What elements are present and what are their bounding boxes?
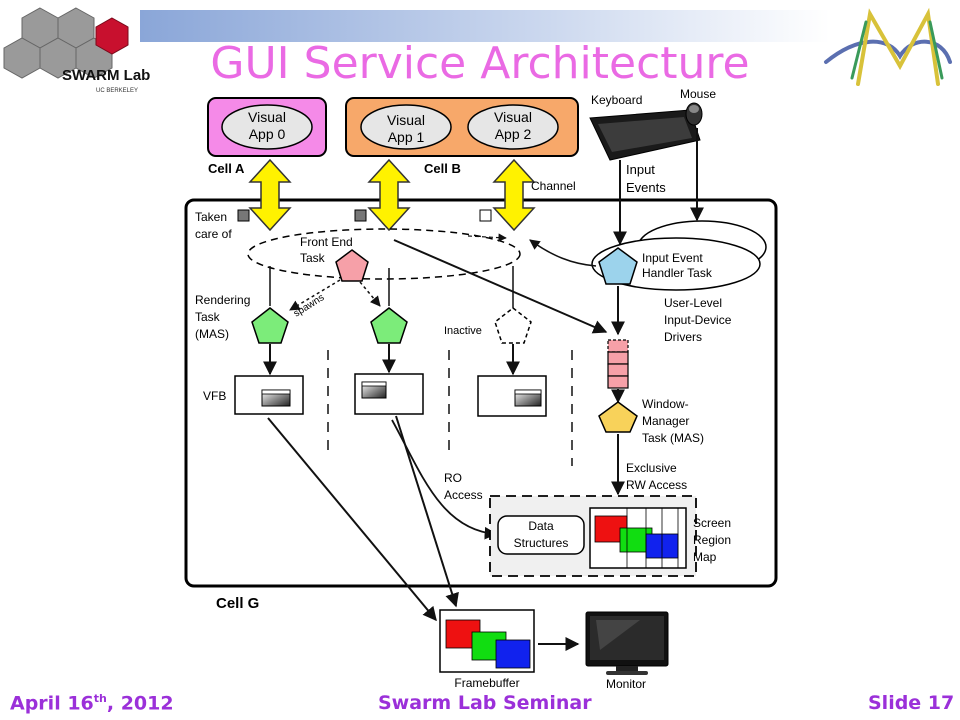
vfb-a-to-framebuffer-arrow [267, 417, 437, 622]
front-end-label-1: Front End [300, 235, 353, 249]
vfb-label: VFB [203, 389, 226, 403]
footer-date-main: April 16 [10, 692, 94, 715]
input-handler-label-2: Handler Task [642, 266, 713, 280]
data-structures-box [497, 515, 585, 555]
wm-label-3: Task (MAS) [642, 431, 704, 445]
taken-care-label-2: care of [195, 227, 232, 241]
taken-square-b2 [479, 209, 492, 222]
visual-app-0-label: Visual [248, 109, 286, 125]
vfb-a [234, 375, 304, 415]
footer-slide-number: Slide 17 [868, 692, 955, 714]
rendering-task-a-pentagon [251, 307, 289, 344]
mouse-label: Mouse [680, 87, 716, 101]
vfb-b [354, 373, 424, 415]
screen-region-label-2: Region [693, 533, 731, 547]
taken-square-a [237, 209, 250, 222]
keyboard-label: Keyboard [591, 93, 642, 107]
rendering-label-1: Rendering [195, 293, 250, 307]
frontend-to-queue-arrow [393, 239, 608, 334]
user-level-label-1: User-Level [664, 296, 722, 310]
input-handler-ellipse [591, 237, 761, 291]
rendering-task-b-pentagon [370, 307, 408, 344]
footer-center: Swarm Lab Seminar [378, 692, 592, 714]
monitor-icon [585, 611, 669, 675]
keyboard-icon [589, 109, 701, 161]
taken-square-b1 [354, 209, 367, 222]
wm-label-1: Window- [642, 397, 689, 411]
front-end-dashed-arrow [467, 233, 507, 242]
cell-a-label: Cell A [208, 161, 245, 176]
vfb-c [477, 375, 547, 417]
monitor-label: Monitor [606, 677, 646, 691]
front-end-ellipse [247, 228, 521, 280]
visual-app-0 [221, 104, 313, 150]
input-events-label-2: Events [626, 180, 666, 195]
screen-region-map [589, 507, 687, 569]
framebuffer-label: Framebuffer [454, 676, 519, 690]
mouse-icon [685, 102, 703, 126]
channel-arrows [248, 158, 536, 232]
swarm-lab-logo: SWARM Lab UC BERKELEY [3, 7, 150, 94]
visual-app-1 [360, 104, 452, 150]
input-handler-label-1: Input Event [642, 251, 703, 265]
vfb-b-to-framebuffer-arrow [395, 415, 459, 608]
front-end-task-pentagon [335, 249, 369, 282]
logo-subtext: UC BERKELEY [96, 88, 138, 94]
window-manager-task-pentagon [598, 401, 638, 433]
event-queue [607, 339, 629, 389]
ro-access-arrow [391, 419, 498, 540]
screen-region-label-3: Map [693, 550, 717, 564]
exclusive-label-1: Exclusive [626, 461, 677, 475]
input-handler-task-pentagon [598, 247, 638, 285]
ro-label-1: RO [444, 471, 462, 485]
header-gradient-bar [140, 10, 830, 42]
channel-label: Channel [531, 179, 576, 193]
visual-app-2 [467, 104, 559, 150]
footer-date: April 16th, 2012 [10, 692, 174, 714]
logo-text: SWARM Lab [62, 67, 150, 84]
screen-region-label-1: Screen [693, 516, 731, 530]
exclusive-label-2: RW Access [626, 478, 687, 492]
m-logo [824, 7, 952, 86]
visual-app-1-name: App 1 [388, 129, 425, 145]
rendering-label-2: Task [195, 310, 221, 324]
user-level-label-2: Input-Device [664, 313, 732, 327]
framebuffer [439, 609, 535, 673]
footer-date-year: , 2012 [106, 692, 174, 715]
ro-label-2: Access [444, 488, 483, 502]
front-end-label-2: Task [300, 251, 326, 265]
cell-g-label: Cell G [216, 595, 259, 612]
data-structures-label-2: Structures [514, 536, 569, 550]
input-events-label-1: Input [626, 162, 655, 177]
slide-title: GUI Service Architecture [210, 38, 750, 89]
footer-date-suffix: th [93, 692, 107, 705]
wm-label-2: Manager [642, 414, 689, 428]
cell-b-label: Cell B [424, 161, 461, 176]
inactive-label: Inactive [444, 325, 482, 337]
data-structures-label-1: Data [528, 519, 554, 533]
handler-to-frontend-arrow [529, 239, 597, 267]
visual-app-2-label: Visual [494, 109, 532, 125]
spawn-arrow-b [359, 281, 381, 307]
rendering-label-3: (MAS) [195, 327, 229, 341]
visual-app-1-label: Visual [387, 112, 425, 128]
rendering-task-inactive-pentagon [494, 307, 532, 344]
visual-app-2-name: App 2 [495, 126, 532, 142]
visual-app-0-name: App 0 [249, 126, 286, 142]
taken-care-label-1: Taken [195, 210, 227, 224]
user-level-label-3: Drivers [664, 330, 702, 344]
spawn-arrow-a [289, 279, 341, 311]
